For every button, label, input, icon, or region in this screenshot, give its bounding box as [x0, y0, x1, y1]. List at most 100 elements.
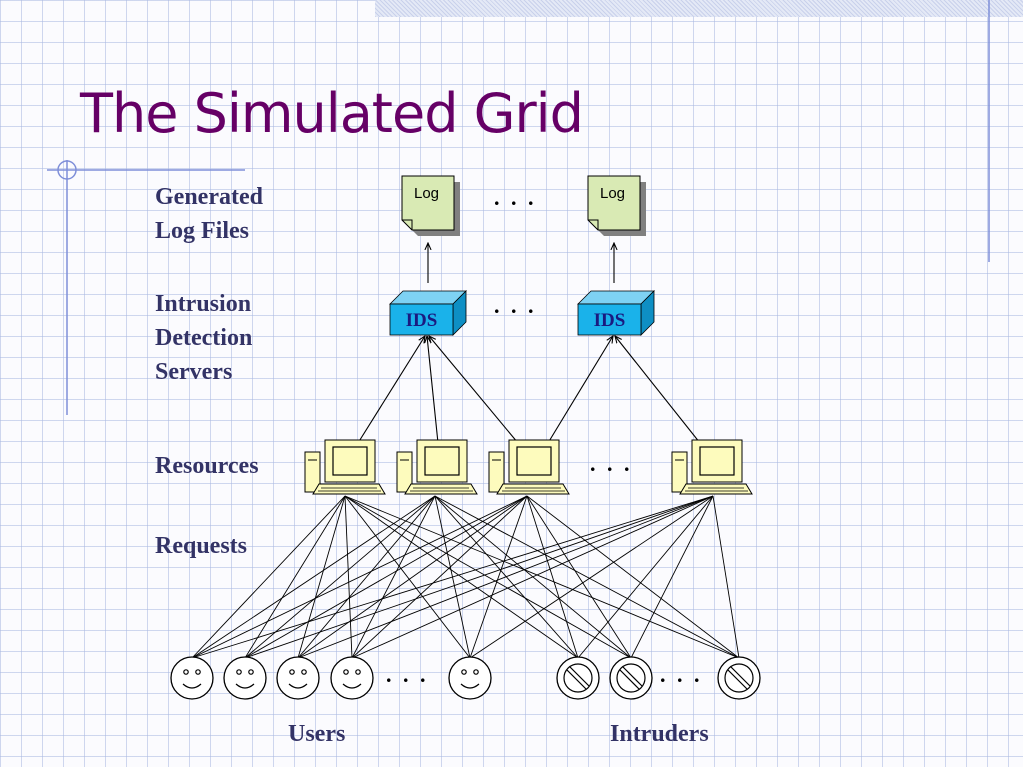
request-line	[344, 495, 353, 659]
user-1	[170, 656, 214, 700]
ids-label: IDS	[406, 310, 438, 331]
request-line	[351, 495, 436, 659]
intruder-3	[717, 656, 761, 700]
request-line	[191, 495, 346, 659]
computer-keyboard	[404, 483, 478, 495]
request-line	[191, 495, 528, 659]
log-file-1: Log	[401, 175, 460, 236]
label-intruders: Intruders	[610, 721, 709, 747]
request-line	[469, 495, 528, 659]
resource-computer-2	[396, 439, 478, 495]
smiley-face-icon	[330, 656, 374, 700]
label-ids-line1: Intrusion	[155, 291, 252, 317]
label-log-files-line1: Generated	[155, 184, 263, 210]
decor-circle	[57, 160, 77, 180]
ids-to-log-arrows	[428, 243, 614, 283]
smiley-face-icon	[170, 656, 214, 700]
label-ids-line3: Servers	[155, 359, 233, 385]
request-line	[434, 495, 471, 659]
request-line	[244, 495, 714, 659]
user-2	[223, 656, 267, 700]
request-line	[434, 495, 632, 659]
arrow-resource3-ids2	[547, 336, 613, 444]
label-log-files-line2: Log Files	[155, 218, 249, 244]
log-label: Log	[600, 185, 625, 202]
arrow-resource2-ids1	[427, 336, 439, 444]
request-line	[344, 495, 632, 659]
computer-tower	[304, 451, 321, 493]
ellipsis-users: . . .	[386, 662, 429, 687]
ids-server-1: IDS	[389, 290, 467, 336]
request-line	[297, 495, 528, 659]
resource-to-ids-arrows	[357, 336, 701, 444]
label-users: Users	[288, 721, 346, 747]
ids-front	[577, 303, 642, 336]
arrow-resource4-ids2	[615, 336, 701, 444]
request-line	[344, 495, 471, 659]
request-line	[577, 495, 714, 659]
ids-server-2: IDS	[577, 290, 655, 336]
log-page-icon	[401, 175, 455, 231]
request-line	[712, 495, 740, 659]
request-line	[344, 495, 579, 659]
request-line	[434, 495, 740, 659]
user-3	[276, 656, 320, 700]
ellipsis-resources: . . .	[590, 451, 633, 476]
computer-tower	[671, 451, 688, 493]
computer-tower	[396, 451, 413, 493]
request-line	[526, 495, 632, 659]
user-5	[448, 656, 492, 700]
request-line	[244, 495, 528, 659]
request-line	[351, 495, 528, 659]
request-line	[244, 495, 346, 659]
ids-front	[389, 303, 454, 336]
request-line	[244, 495, 436, 659]
computer-screen	[699, 446, 735, 476]
computer-tower	[488, 451, 505, 493]
ellipsis-logs: . . .	[494, 185, 537, 210]
resource-computer-1	[304, 439, 386, 495]
label-requests: Requests	[155, 533, 248, 559]
user-4	[330, 656, 374, 700]
label-ids-servers: Intrusion Detection Servers	[155, 287, 252, 389]
log-page-icon	[587, 175, 641, 231]
request-line	[469, 495, 714, 659]
decorative-band	[375, 0, 1023, 17]
request-line	[526, 495, 740, 659]
computer-screen	[424, 446, 460, 476]
log-fold	[588, 219, 599, 230]
request-line	[297, 495, 346, 659]
request-line	[526, 495, 579, 659]
computer-keyboard	[312, 483, 386, 495]
log-file-2: Log	[587, 175, 646, 236]
intruder-1	[556, 656, 600, 700]
resource-computer-3	[488, 439, 570, 495]
request-line	[434, 495, 579, 659]
label-resources: Resources	[155, 453, 259, 479]
ellipsis-intruders: . . .	[660, 662, 703, 687]
request-lines	[191, 495, 740, 659]
prohibited-sign-icon	[609, 656, 653, 700]
intruder-2	[609, 656, 653, 700]
request-line	[630, 495, 714, 659]
log-label: Log	[414, 185, 439, 202]
label-ids-line2: Detection	[155, 325, 253, 351]
request-line	[344, 495, 740, 659]
ids-label: IDS	[594, 310, 626, 331]
computer-screen	[332, 446, 368, 476]
arrow-resource3-ids1	[429, 336, 519, 444]
request-line	[297, 495, 436, 659]
computer-keyboard	[496, 483, 570, 495]
label-generated-log-files: Generated Log Files	[155, 180, 263, 248]
smiley-face-icon	[276, 656, 320, 700]
request-line	[191, 495, 436, 659]
resource-computer-4	[671, 439, 753, 495]
slide-title: The Simulated Grid	[80, 82, 584, 145]
prohibited-sign-icon	[556, 656, 600, 700]
request-line	[297, 495, 714, 659]
computer-keyboard	[679, 483, 753, 495]
smiley-face-icon	[448, 656, 492, 700]
ellipsis-ids: . . .	[494, 293, 537, 318]
computer-screen	[516, 446, 552, 476]
